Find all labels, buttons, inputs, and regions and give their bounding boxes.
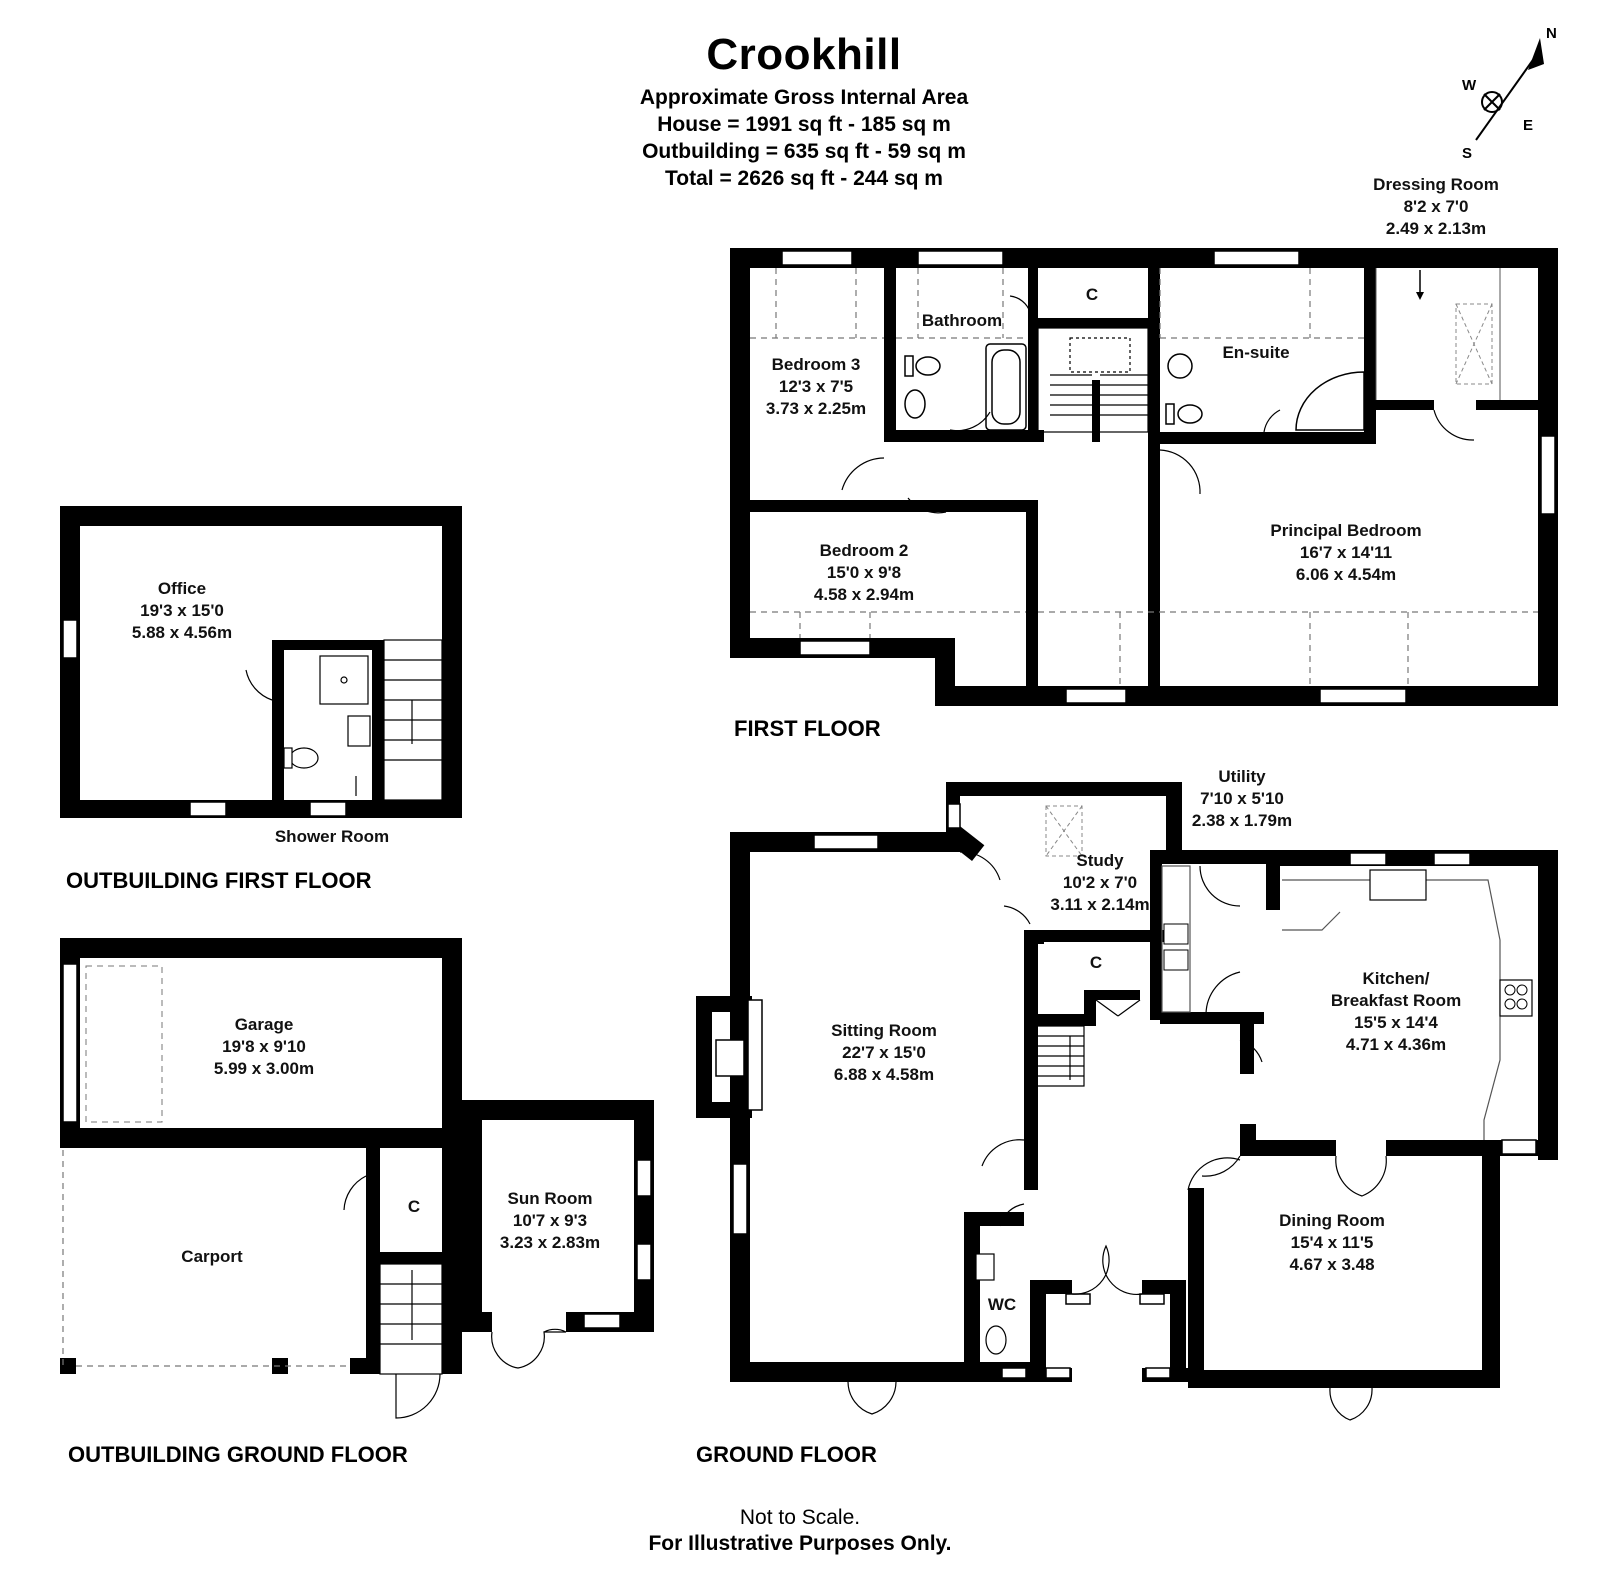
plan-title: Crookhill: [706, 30, 902, 79]
sitting-room-name: Sitting Room: [831, 1021, 937, 1040]
not-to-scale-note: Not to Scale.: [739, 1506, 861, 1529]
outbuilding-area: Outbuilding = 635 sq ft - 59 sq m: [642, 140, 966, 163]
bedroom2-name: Bedroom 2: [820, 541, 909, 560]
outbuilding-ground-floor-label: OUTBUILDING GROUND FLOOR: [68, 1442, 408, 1467]
bedroom2-metric: 4.58 x 2.94m: [814, 585, 914, 604]
compass-n: N: [1546, 25, 1557, 42]
study-metric: 3.11 x 2.14m: [1050, 895, 1149, 914]
area-heading: Approximate Gross Internal Area: [639, 86, 969, 109]
garage-imperial: 19'8 x 9'10: [222, 1037, 306, 1056]
bedroom3-metric: 3.73 x 2.25m: [766, 399, 866, 418]
dining-room-imperial: 15'4 x 11'5: [1291, 1233, 1374, 1252]
outbuilding-first-floor-plan: [60, 506, 462, 818]
principal-bedroom-metric: 6.06 x 4.54m: [1296, 565, 1396, 584]
compass-icon: [1475, 38, 1544, 141]
bedroom2-imperial: 15'0 x 9'8: [827, 563, 901, 582]
first-floor-label: FIRST FLOOR: [734, 716, 881, 741]
principal-bedroom-imperial: 16'7 x 14'11: [1300, 543, 1392, 562]
dressing-room-metric: 2.49 x 2.13m: [1386, 219, 1486, 238]
bathroom-name: Bathroom: [922, 311, 1002, 330]
garage-name: Garage: [235, 1015, 294, 1034]
compass-w: W: [1462, 77, 1477, 94]
sun-room-metric: 3.23 x 2.83m: [500, 1233, 600, 1252]
kitchen-name-2: Breakfast Room: [1331, 991, 1461, 1010]
dressing-room-imperial: 8'2 x 7'0: [1404, 197, 1469, 216]
ground-floor-plan: [696, 782, 1558, 1421]
house-area: House = 1991 sq ft - 185 sq m: [657, 113, 951, 136]
illustrative-note: For Illustrative Purposes Only.: [648, 1532, 952, 1555]
ground-floor-label: GROUND FLOOR: [696, 1442, 877, 1467]
dining-room-metric: 4.67 x 3.48: [1289, 1255, 1374, 1274]
ensuite-name: En-suite: [1222, 343, 1289, 362]
cupboard-first-name: C: [1086, 285, 1098, 304]
study-name: Study: [1076, 851, 1124, 870]
office-metric: 5.88 x 4.56m: [132, 623, 232, 642]
first-floor-plan: [730, 248, 1558, 706]
kitchen-imperial: 15'5 x 14'4: [1354, 1013, 1438, 1032]
bedroom3-name: Bedroom 3: [772, 355, 861, 374]
total-area: Total = 2626 sq ft - 244 sq m: [665, 167, 943, 190]
utility-imperial: 7'10 x 5'10: [1200, 789, 1284, 808]
compass-s: S: [1462, 145, 1472, 162]
principal-bedroom-name: Principal Bedroom: [1270, 521, 1421, 540]
office-name: Office: [158, 579, 206, 598]
study-imperial: 10'2 x 7'0: [1063, 873, 1137, 892]
office-imperial: 19'3 x 15'0: [140, 601, 224, 620]
sitting-room-metric: 6.88 x 4.58m: [834, 1065, 934, 1084]
sitting-room-imperial: 22'7 x 15'0: [842, 1043, 926, 1062]
dressing-room-name: Dressing Room: [1373, 175, 1499, 194]
compass-e: E: [1523, 117, 1533, 134]
cupboard-ground-name: C: [1090, 953, 1102, 972]
utility-metric: 2.38 x 1.79m: [1192, 811, 1292, 830]
wc-name: WC: [988, 1295, 1016, 1314]
outbuilding-ground-floor-plan: [60, 938, 654, 1419]
dining-room-name: Dining Room: [1279, 1211, 1385, 1230]
kitchen-metric: 4.71 x 4.36m: [1346, 1035, 1446, 1054]
carport-name: Carport: [181, 1247, 243, 1266]
utility-name: Utility: [1218, 767, 1266, 786]
outbuilding-first-floor-label: OUTBUILDING FIRST FLOOR: [66, 868, 372, 893]
cupboard-out-name: C: [408, 1197, 420, 1216]
kitchen-name: Kitchen/: [1362, 969, 1429, 988]
sun-room-imperial: 10'7 x 9'3: [513, 1211, 587, 1230]
shower-room-name: Shower Room: [275, 827, 389, 846]
garage-metric: 5.99 x 3.00m: [214, 1059, 314, 1078]
sun-room-name: Sun Room: [508, 1189, 593, 1208]
bedroom3-imperial: 12'3 x 7'5: [779, 377, 853, 396]
